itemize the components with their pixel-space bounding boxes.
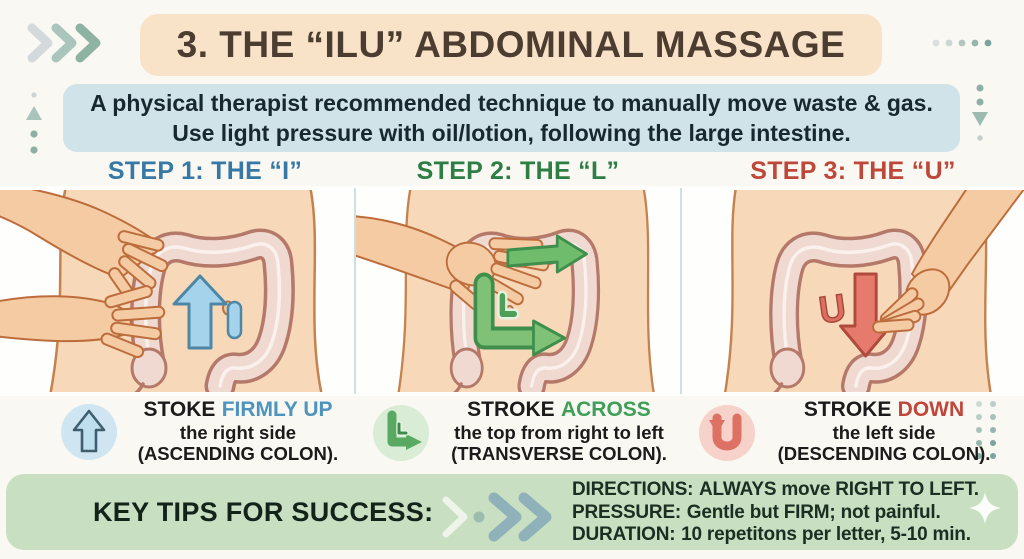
tip-line: DIRECTIONS:ALWAYS move RIGHT TO LEFT. <box>572 479 1012 502</box>
caption-highlight: DOWN <box>897 398 965 421</box>
caption-word: STROKE <box>803 398 892 421</box>
up-arrow-overlay <box>172 274 228 350</box>
letter-i-bar <box>226 300 243 340</box>
l-arrow-circle-icon <box>373 405 429 461</box>
dot-grid-icon <box>976 401 996 459</box>
letter-u-overlay: U <box>816 285 848 331</box>
sparkle-icon <box>969 492 1001 524</box>
panel-divider <box>680 188 682 394</box>
triple-chevron-icon <box>27 23 101 63</box>
intro-line-2: Use light pressure with oil/lotion, foll… <box>172 120 851 146</box>
massaging-hands <box>0 190 169 359</box>
tip-line: PRESSURE:Gentle but FIRM; not painful. <box>572 502 1012 525</box>
title-banner: 3. THE “ILU” ABDOMINAL MASSAGE <box>140 14 882 76</box>
tip-rest: ALWAYS move RIGHT TO LEFT. <box>699 479 979 500</box>
intro-box: A physical therapist recommended techniq… <box>63 84 960 152</box>
tips-chevron-icon <box>442 492 552 542</box>
up-arrow-circle-icon <box>61 404 117 460</box>
right-arrow-overlay <box>506 234 588 274</box>
caption-word: STROKE <box>467 398 555 421</box>
panel-divider <box>354 188 356 394</box>
tip-label: DURATION: <box>572 524 676 545</box>
caption-line3: (DESCENDING COLON). <box>777 443 991 464</box>
illustration-step-3: U <box>684 190 1024 392</box>
step-3-header: STEP 3: THE “U” <box>750 157 956 185</box>
dot-row-icon <box>932 39 992 47</box>
caption-line3: (ASCENDING COLON). <box>137 443 339 464</box>
illustration-step-2 <box>356 190 678 392</box>
tip-rest: Gentle but FIRM; not painful. <box>686 501 941 523</box>
caption-highlight: FIRMLY UP <box>221 398 333 421</box>
intro-line-1: A physical therapist recommended techniq… <box>90 90 933 116</box>
caption-line2: the left side <box>832 422 936 443</box>
caption-line3: (TRANSVERSE COLON). <box>451 443 667 464</box>
tip-line: DURATION:10 repetitons per letter, 5-10 … <box>572 524 1012 547</box>
massaging-hand <box>872 190 1024 334</box>
caption-line2: the right side <box>179 422 297 443</box>
tip-label: PRESSURE: <box>572 501 682 523</box>
key-tips-text: DIRECTIONS:ALWAYS move RIGHT TO LEFT. PR… <box>572 479 1012 547</box>
illustration-step-1 <box>0 190 352 392</box>
right-edge-dots-icon <box>972 84 988 141</box>
down-arrow-overlay <box>839 272 893 358</box>
step-1-header: STEP 1: THE “I” <box>107 157 303 185</box>
tip-rest: 10 repetitons per letter, 5-10 min. <box>681 524 971 545</box>
step-2-header: STEP 2: THE “L” <box>416 157 620 185</box>
caption-line2: the top from right to left <box>454 422 664 443</box>
caption-highlight: ACROSS <box>560 398 651 421</box>
page-title: 3. THE “ILU” ABDOMINAL MASSAGE <box>176 24 846 65</box>
caption-word: STOKE <box>143 398 216 421</box>
tip-label: DIRECTIONS: <box>572 479 694 500</box>
key-tips-title: KEY TIPS FOR SUCCESS: <box>93 497 434 527</box>
u-arrow-circle-icon <box>699 405 755 461</box>
small-l-glyph <box>499 293 517 317</box>
l-path-arrow-overlay <box>473 272 544 350</box>
left-edge-dots-icon <box>26 92 42 154</box>
